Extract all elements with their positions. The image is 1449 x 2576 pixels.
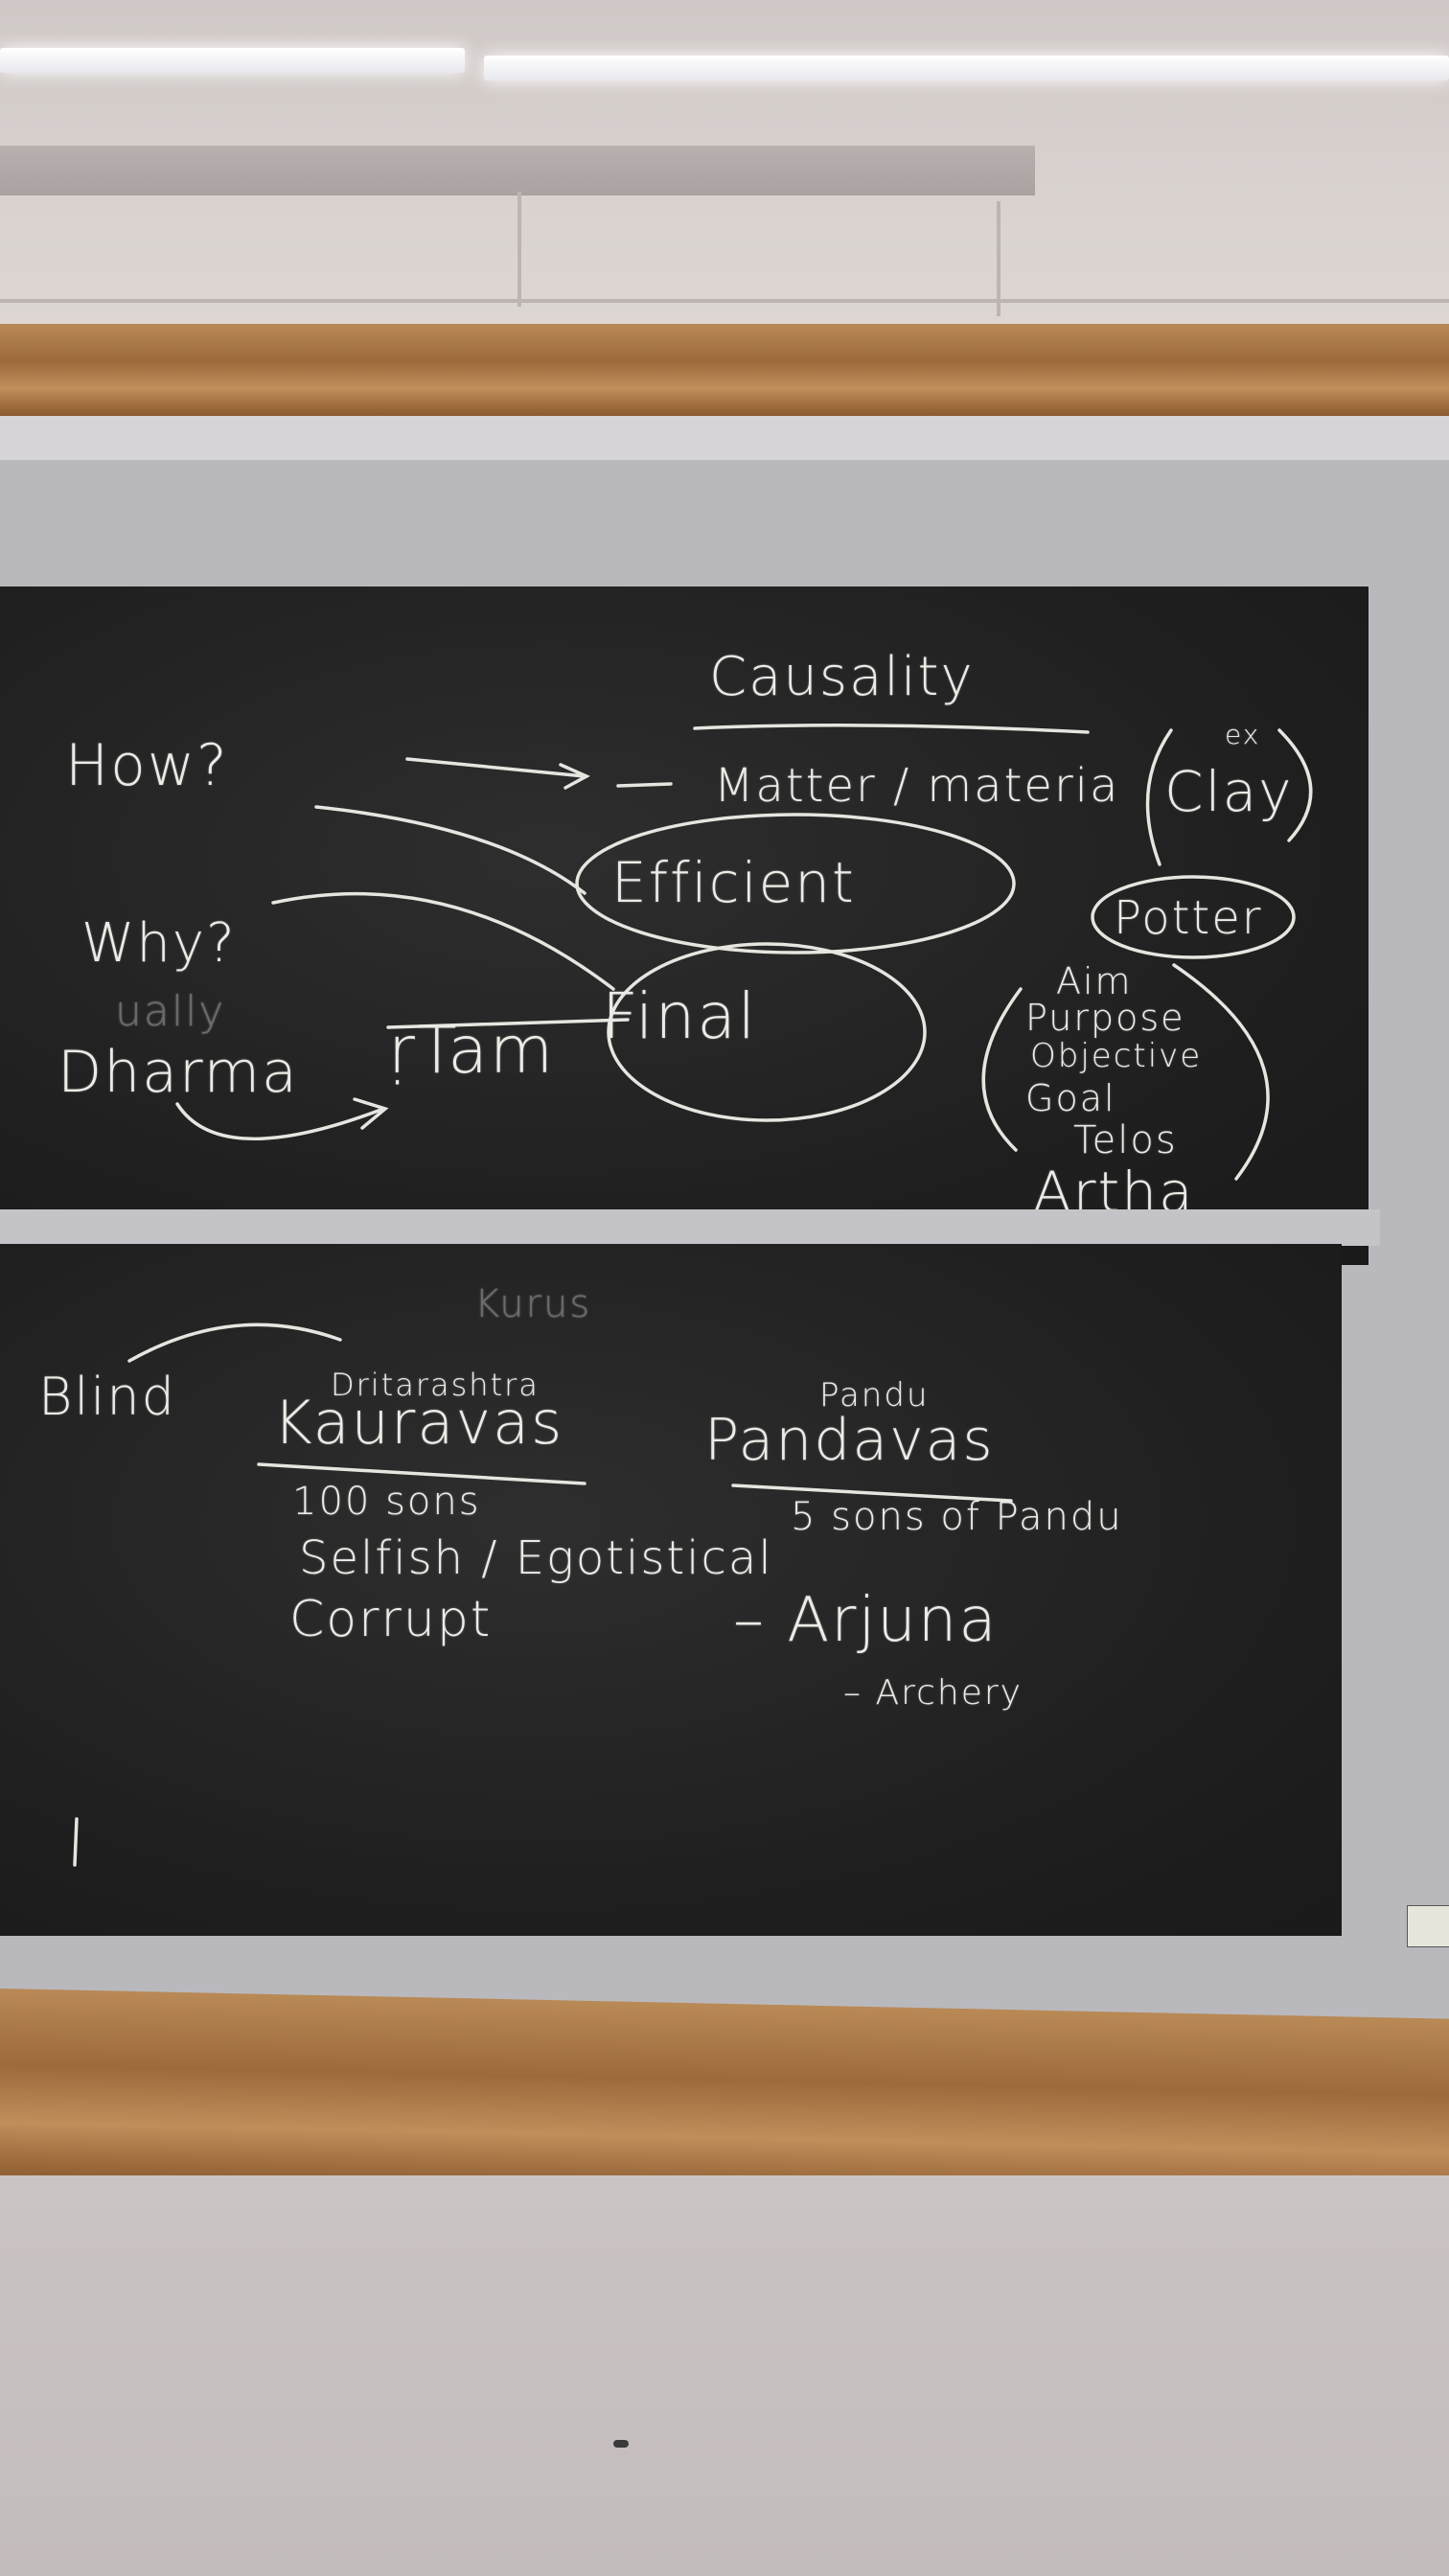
label-how: How? (65, 732, 229, 799)
wall-mark (613, 2440, 629, 2448)
wall-sign (1407, 1905, 1449, 1947)
label-corrupt: Corrupt (289, 1591, 493, 1648)
label-final: Final (602, 979, 758, 1053)
wall (0, 2175, 1449, 2576)
label-archery: – Archery (843, 1673, 1023, 1713)
label-aim: Aim (1056, 960, 1133, 1002)
label-why: Why? (81, 912, 237, 975)
label-clay: Clay (1164, 759, 1294, 824)
label-hundred-sons: 100 sons (292, 1480, 481, 1524)
label-kauravas: Kauravas (273, 1388, 564, 1458)
label-dritarashtra: Dritarashtra (331, 1367, 540, 1403)
heading-causality: Causality (709, 646, 975, 708)
ceiling-vent (0, 146, 1035, 196)
label-kurus: Kurus (474, 1282, 592, 1326)
label-five-sons: 5 sons of Pandu (791, 1495, 1123, 1539)
label-dharma: Dharma (58, 1039, 299, 1106)
label-pandu: Pandu (819, 1376, 930, 1414)
ceiling-tile-line (997, 201, 1000, 316)
label-selfish-egotistical: Selfish / Egotistical (299, 1531, 773, 1585)
label-blind: Blind (38, 1367, 176, 1427)
board-divider-rail (0, 1209, 1380, 1246)
label-rtam: ṛTam (388, 1013, 556, 1089)
label-telos: Telos (1073, 1118, 1178, 1162)
label-goal: Goal (1025, 1077, 1116, 1119)
ceiling (0, 0, 1449, 326)
faint-erased-text: ually (115, 987, 226, 1036)
label-clay-ex: ex (1225, 719, 1261, 750)
chalk-strokes-bottom (73, 1322, 1013, 1867)
chalkboard-top: Causality How? Why? ually Dharma ṛTam Ma… (0, 586, 1368, 1265)
chalk-strokes-top (175, 724, 1313, 1181)
label-purpose: Purpose (1025, 997, 1185, 1039)
label-arjuna: – Arjuna (733, 1585, 999, 1656)
ceiling-light-left (0, 48, 465, 73)
label-pandavas: Pandavas (704, 1407, 995, 1474)
ceiling-tile-line (0, 299, 1449, 303)
ceiling-light-right (484, 56, 1449, 80)
chalkboard-bottom: Kurus Blind Dritarashtra Kauravas 100 so… (0, 1244, 1342, 1936)
label-matter: Matter / materia (714, 759, 1120, 813)
label-efficient: Efficient (611, 850, 856, 915)
label-potter: Potter (1114, 891, 1263, 945)
ceiling-tile-line (518, 192, 521, 307)
label-objective: Objective (1030, 1037, 1203, 1075)
upper-wood-molding (0, 324, 1449, 416)
